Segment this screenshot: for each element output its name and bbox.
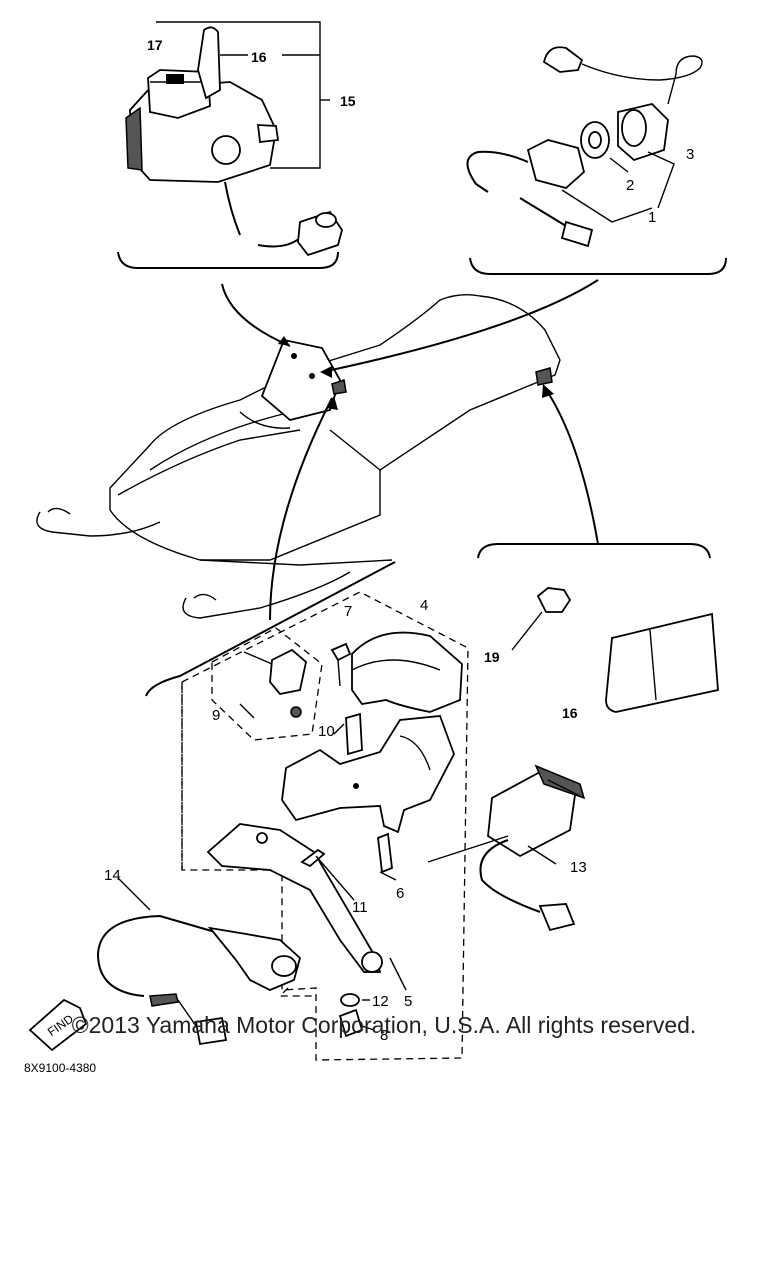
callout-9: 9 [212,707,220,724]
inset-tail-frame [477,543,711,559]
callout-16-bottom: 16 [562,705,578,721]
callout-8: 8 [380,1027,388,1044]
callout-3: 3 [686,146,694,163]
unit-13: 13 [427,764,587,932]
callout-7: 7 [344,603,352,620]
drawing-code: 8X9100-4380 [24,1061,96,1075]
brake-lever-assembly: 4 7 9 10 11 6 5 12 8 [181,591,469,1061]
callout-10: 10 [318,723,335,740]
inset-tail-light: 19 16 [484,587,719,721]
callout-13: 13 [570,859,587,876]
callout-2: 2 [626,177,634,194]
inset-switch-box: 17 16 15 [117,21,356,269]
callout-5: 5 [404,993,412,1010]
callout-12: 12 [372,993,389,1010]
callout-15: 15 [340,93,356,109]
snowmobile-outline [36,279,599,619]
callout-17: 17 [147,37,163,53]
callout-1: 1 [648,209,656,226]
parts-diagram: 17 16 15 3 2 1 [24,21,727,1075]
callout-6: 6 [396,885,404,902]
callout-19: 19 [484,649,500,665]
callout-14: 14 [104,867,121,884]
inset-main-switch: 3 2 1 [466,46,727,275]
divider-line [145,561,396,697]
callout-11: 11 [352,899,368,916]
copyright-notice: ©2013 Yamaha Motor Corporation, U.S.A. A… [71,1012,697,1038]
sensor-14: 14 [96,867,316,1046]
callout-4: 4 [420,597,428,614]
callout-16-top: 16 [251,49,267,65]
find-arrow: FIND [28,998,88,1052]
